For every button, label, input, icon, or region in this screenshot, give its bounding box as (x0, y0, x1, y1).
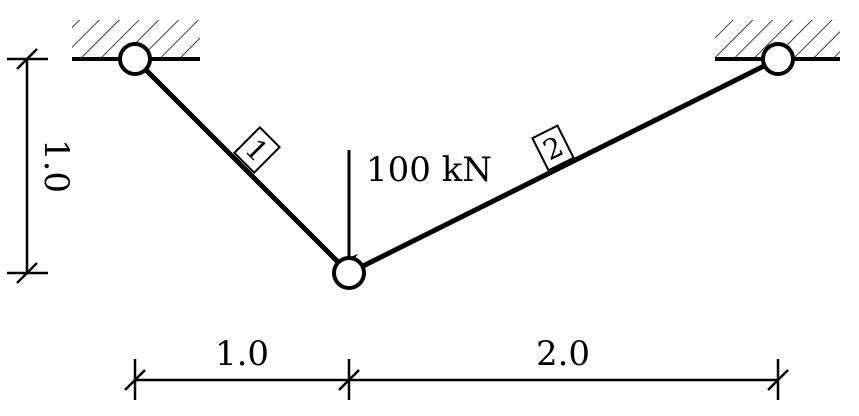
horizontal-dimension-right-label: 2.0 (536, 334, 590, 374)
vertical-dimension-label: 1.0 (36, 139, 76, 193)
member-1 (133, 57, 351, 275)
right-hinge (761, 42, 795, 76)
member-1-label-box: 1 (232, 125, 282, 175)
center-joint (332, 256, 366, 290)
horizontal-dimension (124, 359, 789, 400)
member-2-label-box: 2 (531, 124, 575, 172)
load-label: 100 kN (366, 150, 492, 190)
member-2 (347, 56, 780, 276)
horizontal-dimension-left-label: 1.0 (215, 334, 269, 374)
vertical-dimension (7, 48, 48, 284)
left-hinge (118, 42, 152, 76)
